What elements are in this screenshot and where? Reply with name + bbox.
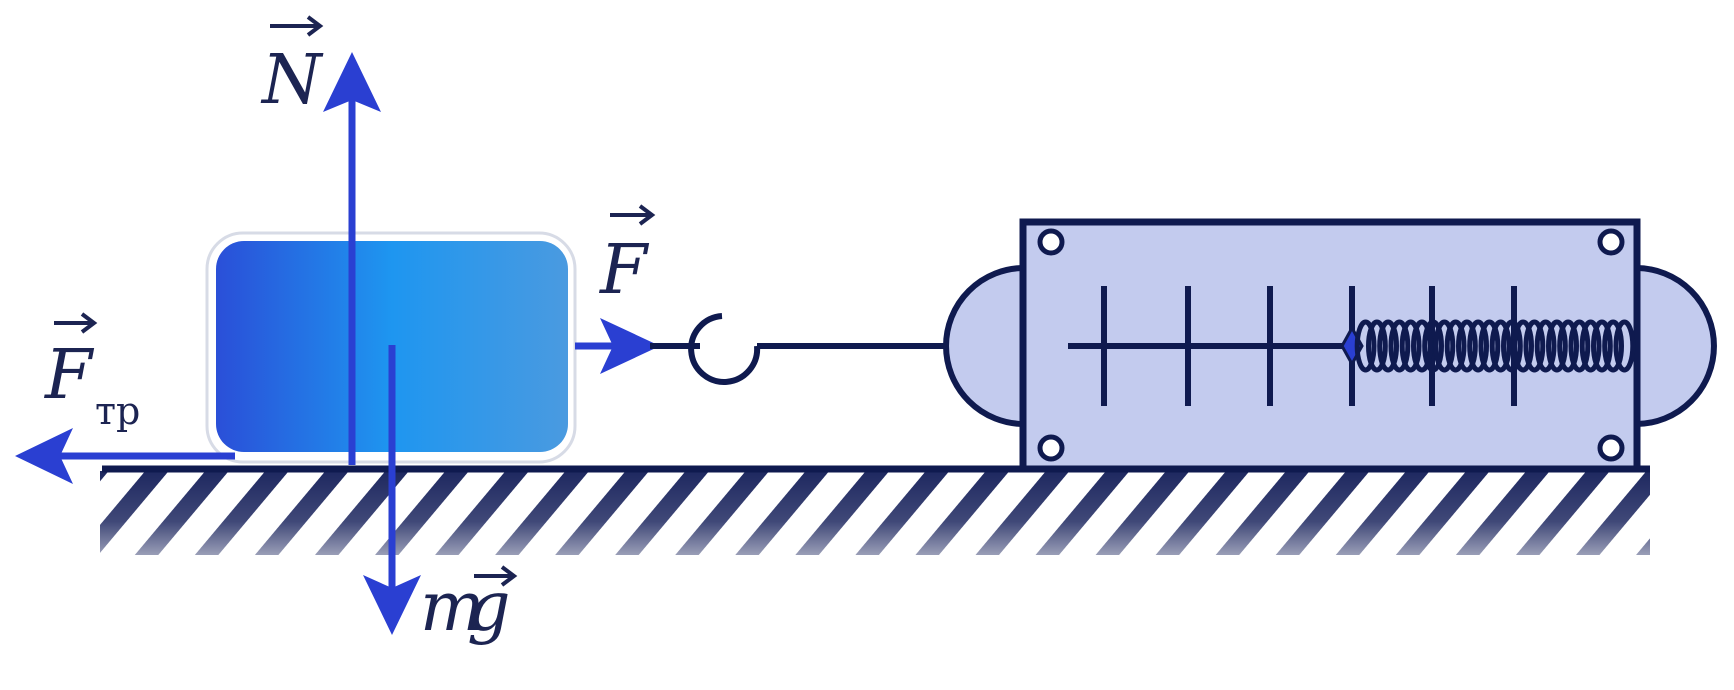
gravity-force-vector <box>363 345 421 635</box>
spring-coil <box>1512 319 1534 373</box>
spring-coil <box>1354 319 1377 373</box>
spring-coil <box>1501 319 1523 373</box>
spring-coil <box>1602 319 1624 373</box>
dynamometer-left-cap <box>943 264 1027 428</box>
normal-force-vector-sign <box>270 15 324 37</box>
normal-force-label: N <box>260 41 324 120</box>
spring-coil <box>1523 319 1546 373</box>
spring-coil <box>1546 319 1568 373</box>
screw-bottom-left <box>1037 434 1065 462</box>
friction-force-vector-sign <box>54 312 98 334</box>
applied-arrowhead <box>600 318 660 374</box>
applied-force-vector-sign <box>610 204 656 226</box>
spring-coil <box>1411 319 1433 373</box>
screw-top-left <box>1037 228 1065 256</box>
spring-coil <box>1478 319 1501 373</box>
ground <box>100 465 1650 555</box>
friction-arrowhead <box>15 428 73 484</box>
applied-force-vector <box>575 318 660 374</box>
ground-hatching-fade <box>100 471 1650 555</box>
gravity-label-m: m <box>420 568 484 647</box>
gravity-arrowhead <box>363 575 421 635</box>
spring-coil <box>1613 319 1636 373</box>
dynamometer-right-cap <box>1633 264 1717 428</box>
friction-force-vector <box>15 428 235 484</box>
spring-coil <box>1579 319 1602 373</box>
spring-coil <box>1433 319 1456 373</box>
gravity-label-g: g <box>467 568 511 647</box>
applied-force-label: F <box>598 231 650 310</box>
screw-bottom-right <box>1597 434 1625 462</box>
spring-coil <box>1422 319 1444 373</box>
friction-force-subscript: тр <box>95 389 140 433</box>
screw-top-right <box>1597 228 1625 256</box>
spring-coil <box>1489 319 1512 373</box>
spring-coil <box>1557 319 1579 373</box>
dynamometer <box>943 218 1717 473</box>
spring-coil <box>1534 319 1557 373</box>
spring-coil <box>1444 319 1467 373</box>
spring <box>1354 319 1636 373</box>
friction-force-label: F <box>43 336 95 415</box>
vector-labels: N F F тр m g <box>43 15 656 647</box>
hook <box>650 313 963 385</box>
normal-force-vector <box>323 52 381 465</box>
spring-coil <box>1591 319 1613 373</box>
spring-coil <box>1399 319 1422 373</box>
spring-coil <box>1456 319 1478 373</box>
spring-coil <box>1366 319 1388 373</box>
spring-coil <box>1377 319 1399 373</box>
normal-arrowhead <box>323 52 381 112</box>
gravity-vector-sign <box>474 565 518 587</box>
spring-coil <box>1467 319 1489 373</box>
spring-coil <box>1568 319 1591 373</box>
dynamometer-screws <box>1037 228 1625 462</box>
spring-coil <box>1388 319 1411 373</box>
